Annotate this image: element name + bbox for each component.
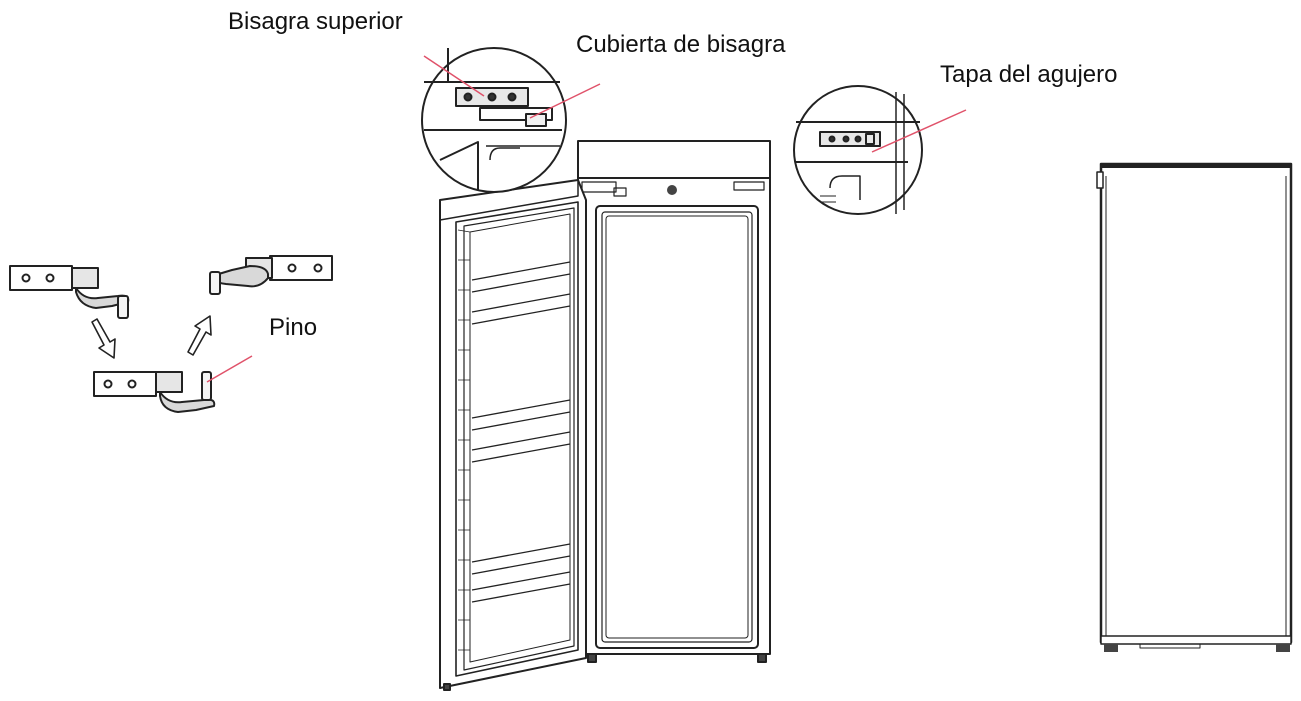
hole-cap-label: Tapa del agujero	[940, 61, 1118, 88]
top-hinge-label: Bisagra superior	[228, 8, 403, 35]
up-right-arrow-icon	[187, 315, 212, 356]
open-door-panel	[439, 179, 587, 689]
hinge-plate-mirrored	[209, 255, 333, 295]
cabinet-top	[577, 140, 771, 179]
top-hinge-zoom-circle	[421, 47, 567, 193]
hinge-plate-original	[9, 265, 130, 319]
hinge-swap-illustration	[9, 255, 333, 413]
pin-leader-line	[206, 355, 253, 383]
hinge-cover-leader-line	[529, 83, 601, 119]
door-shelves	[471, 261, 571, 603]
hinge-cover-label: Cubierta de bisagra	[576, 31, 786, 58]
top-hinge-leader-line	[423, 55, 485, 97]
pin-label: Pino	[269, 314, 318, 341]
freezer-closed-front-view	[1096, 162, 1293, 652]
hole-cap-zoom-circle	[793, 85, 923, 215]
hole-cap-leader-line	[871, 109, 967, 153]
down-right-arrow-icon	[91, 318, 116, 359]
hinge-plate-with-pin	[93, 371, 216, 413]
cabinet-body	[577, 177, 771, 655]
cabinet-inner	[595, 205, 759, 649]
freezer-open-door	[439, 140, 771, 691]
